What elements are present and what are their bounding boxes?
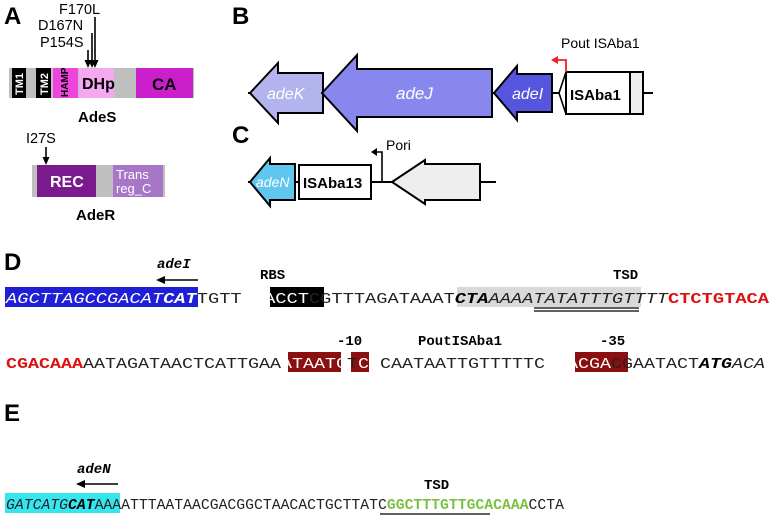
ades-domain-tm2: [36, 68, 51, 98]
ader-label-reg-c: reg_C: [116, 181, 151, 196]
gene-adej-arrow: [320, 52, 493, 134]
ades-domain-tm1: [12, 68, 26, 98]
pori-promoter-head: [371, 148, 377, 156]
gene-adei-arrow: [492, 63, 553, 123]
mutation-i27s: I27S: [26, 131, 56, 147]
ader-label-rec: REC: [50, 174, 84, 191]
ades-domain-dhp: [79, 68, 114, 98]
ader-domain-trans-reg: [113, 165, 163, 197]
mutation-d167n: D167N: [38, 18, 83, 34]
gene-aden-label: adeN: [256, 174, 290, 190]
d-seq-minus35-box: [575, 352, 628, 372]
d-minus35-label: -35: [600, 334, 625, 350]
panel-label-e: E: [4, 400, 20, 427]
mutation-arrowheads: [84, 60, 99, 68]
ades-label-tm2: TM2: [39, 73, 51, 95]
isaba13-label: ISAba13: [303, 175, 362, 192]
gene-adei-label: adeI: [512, 86, 544, 103]
panel-label-d: D: [4, 249, 21, 276]
gene-aden-arrow: [248, 155, 296, 209]
pointer-i27s-head: [42, 157, 50, 165]
d-rbs-label: RBS: [260, 268, 285, 284]
e-gene-label: adeN: [77, 462, 111, 478]
pout-promoter-label: Pout ISAba1: [561, 35, 640, 51]
d-seq-rbs-highlight: [270, 287, 324, 307]
isaba1-left-ir: [558, 71, 567, 115]
ades-label-hamp: HAMP: [60, 67, 71, 97]
e-tsd-label: TSD: [424, 478, 449, 494]
ades-label-dhp: DHp: [82, 76, 115, 93]
c-gray-gene-arrow: [390, 158, 481, 206]
ades-label-ca: CA: [152, 75, 177, 94]
d-seq-tsd-highlight: [457, 287, 641, 307]
ader-label-trans: Trans: [116, 167, 149, 182]
d-tsd-label: TSD: [613, 268, 638, 284]
ader-domain-rec: [37, 165, 96, 197]
d-minus10-label: -10: [337, 334, 362, 350]
d-gene-direction-head: [156, 276, 165, 284]
mutation-f170l: F170L: [59, 2, 100, 18]
ades-domain-ca: [136, 68, 193, 98]
isaba13-box: [298, 164, 372, 200]
pori-promoter-arrow: [376, 151, 383, 182]
ades-protein-name: AdeS: [78, 109, 116, 126]
ader-protein-name: AdeR: [76, 207, 115, 224]
mutation-p154s: P154S: [40, 35, 84, 51]
d-seq-minus10-box: [288, 352, 341, 372]
isaba1-right-ir: [629, 71, 644, 115]
ades-mutation-pointers: [87, 17, 96, 64]
d-pout-label: PoutISAba1: [418, 334, 502, 350]
panel-label-b: B: [232, 3, 249, 30]
d-seq-blue-highlight: [5, 287, 198, 307]
pori-promoter-label: Pori: [386, 137, 411, 153]
d-seq-ca-box: [351, 352, 369, 372]
isaba1-label: ISAba1: [570, 87, 621, 104]
ades-mutation-labels: F170L D167N P154S: [38, 2, 100, 51]
e-gene-direction-head: [76, 480, 85, 488]
gene-adek-label: adeK: [267, 86, 306, 103]
d-gene-label: adeI: [157, 257, 191, 273]
panel-label-c: C: [232, 122, 249, 149]
ades-label-tm1: TM1: [14, 73, 26, 95]
pout-promoter-arrow: [556, 59, 567, 72]
gene-adej-label: adeJ: [396, 84, 433, 103]
pout-promoter-head: [551, 56, 558, 64]
e-seq-cyan-highlight: [5, 493, 120, 513]
panel-label-a: A: [4, 3, 21, 30]
ades-domain-hamp: [53, 68, 78, 98]
